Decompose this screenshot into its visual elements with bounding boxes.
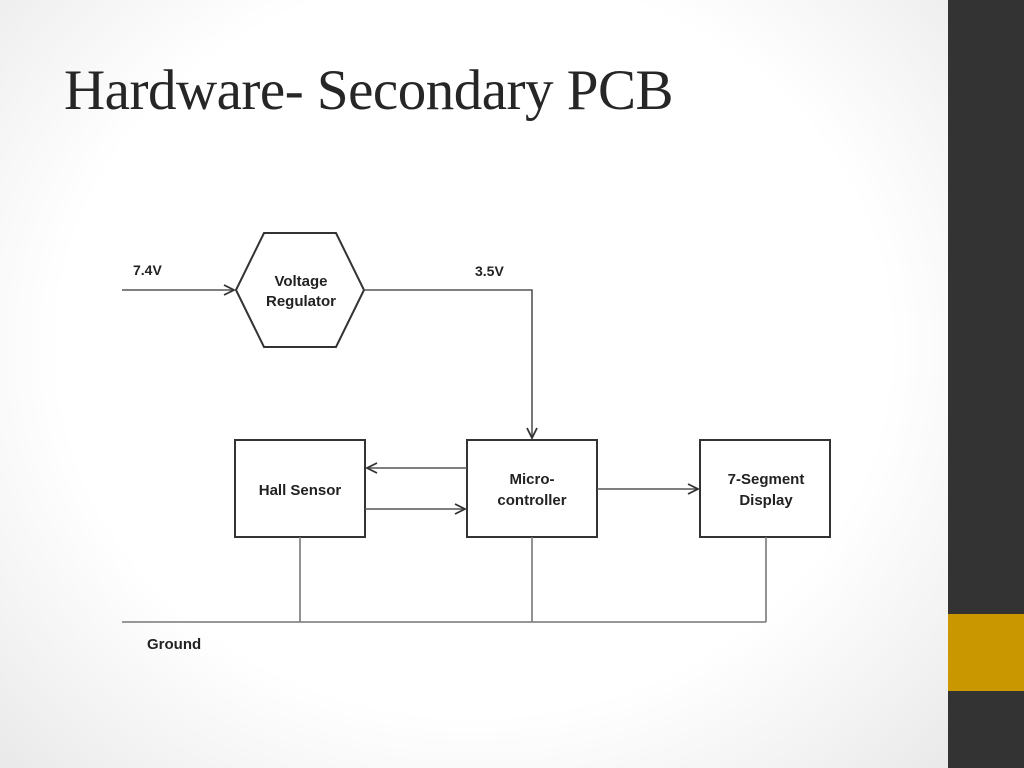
display-label-line2: Display <box>739 492 793 509</box>
voltage-regulator-label-line1: Voltage <box>274 273 327 290</box>
sidebar-accent-block <box>948 614 1024 691</box>
slide-title: Hardware- Secondary PCB <box>64 59 674 122</box>
microcontroller-node <box>466 439 598 538</box>
display-node <box>699 439 831 538</box>
voltage-regulator-node <box>234 232 366 348</box>
hall-sensor-label: Hall Sensor <box>259 482 342 499</box>
regulated-voltage-label: 3.5V <box>475 263 504 279</box>
slide-canvas: Hardware- Secondary PCB Voltage Regulato… <box>0 0 948 768</box>
block-diagram: Voltage Regulator 7.4V 3.5V Hall Sensor … <box>122 232 831 653</box>
regulated-voltage-wire <box>364 289 532 438</box>
display-label-line1: 7-Segment <box>728 471 805 488</box>
voltage-regulator-label-line2: Regulator <box>266 293 336 310</box>
ground-label: Ground <box>147 636 201 653</box>
hall-sensor-node <box>234 439 366 538</box>
input-voltage-label: 7.4V <box>133 262 162 278</box>
microcontroller-label-line1: Micro- <box>510 471 555 488</box>
microcontroller-label-line2: controller <box>497 492 566 509</box>
